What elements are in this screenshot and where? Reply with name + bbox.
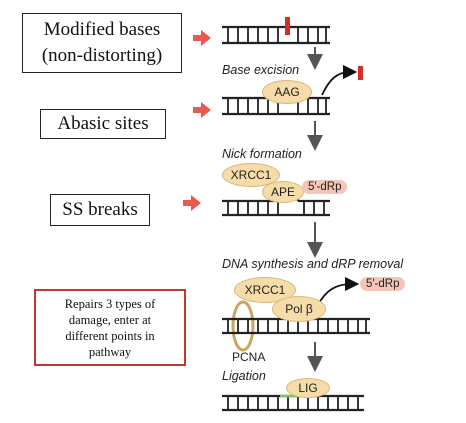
step-dna-synthesis: DNA synthesis and dRP removal [222, 257, 404, 271]
lesion-base [285, 17, 290, 35]
step-base-excision: Base excision [222, 63, 300, 77]
abasic-sites-box: Abasic sites [40, 109, 166, 139]
lig-protein: LIG [286, 378, 330, 398]
pointer-arrow-ss [183, 195, 201, 211]
step-ligation: Ligation [222, 369, 266, 383]
aag-protein: AAG [262, 80, 312, 104]
modified-bases-box: Modified bases (non-distorting) [22, 13, 182, 73]
drp-tag-2: 5′-dRp [360, 277, 406, 291]
pcna-ring [231, 300, 255, 352]
drp-removal-arrow [317, 276, 360, 306]
pointer-arrow-abasic [193, 102, 211, 118]
dna-strand-5 [222, 394, 364, 412]
ape-protein: APE [262, 181, 304, 203]
drp-tag-1: 5′-dRp [302, 180, 348, 194]
excision-arrow [321, 64, 358, 96]
released-base [358, 66, 363, 80]
step-nick-formation: Nick formation [222, 147, 302, 161]
ss-breaks-label: SS breaks [62, 199, 138, 220]
dna-strand-1 [222, 25, 330, 45]
note-label: Repairs 3 types of damage, enter at diff… [64, 296, 156, 359]
ss-breaks-box: SS breaks [50, 194, 150, 226]
modified-bases-label: Modified bases (non-distorting) [41, 19, 163, 66]
pcna-label: PCNA [232, 350, 266, 364]
pol-beta-protein: Pol β [272, 296, 326, 322]
pointer-arrow-modified [193, 30, 211, 46]
note-box: Repairs 3 types of damage, enter at diff… [34, 289, 186, 366]
abasic-sites-label: Abasic sites [57, 113, 149, 134]
